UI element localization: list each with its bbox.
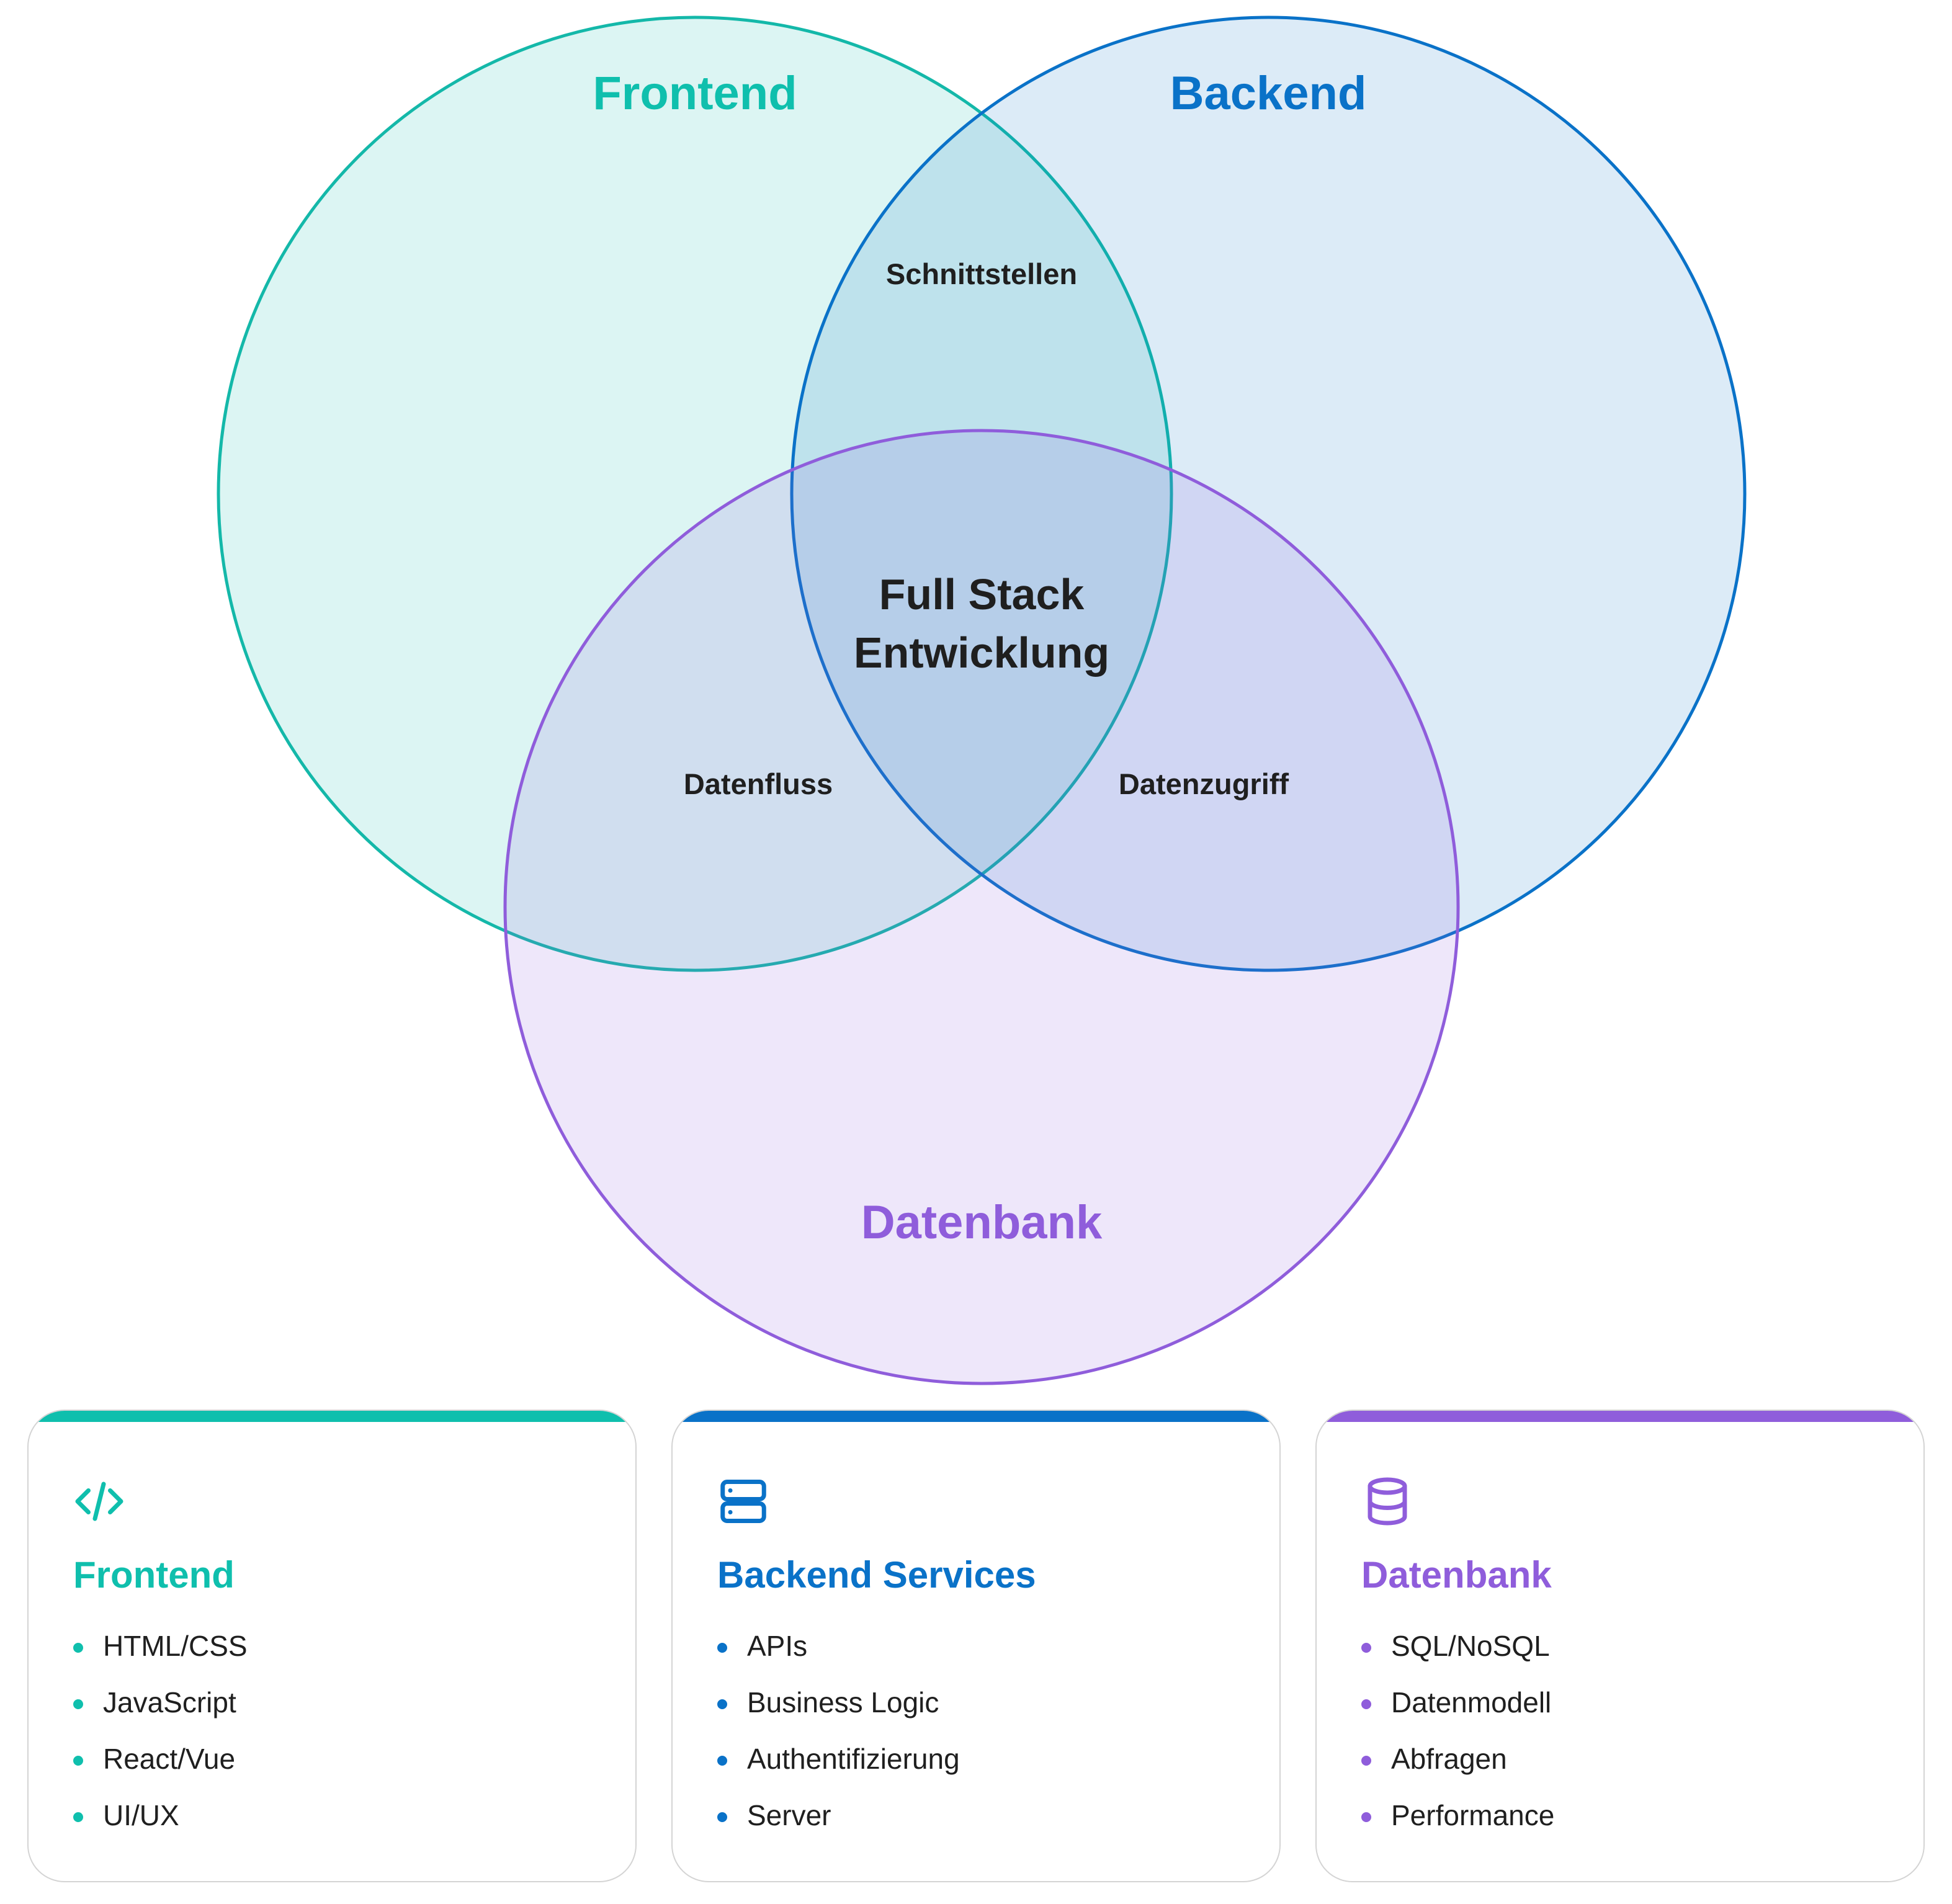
intersection-label-frontend-database: Datenfluss: [684, 767, 833, 800]
bullet-dot: [1361, 1812, 1371, 1822]
database-card: Datenbank SQL/NoSQL Datenmodell Abfragen…: [1315, 1410, 1925, 1882]
bullet-dot: [717, 1699, 727, 1709]
list-item-label: HTML/CSS: [103, 1630, 248, 1662]
list-item: HTML/CSS: [73, 1629, 248, 1686]
list-item: UI/UX: [73, 1799, 248, 1855]
list-item-label: Performance: [1391, 1799, 1555, 1831]
list-item: SQL/NoSQL: [1361, 1629, 1554, 1686]
list-item: APIs: [717, 1629, 960, 1686]
list-item: Server: [717, 1799, 960, 1855]
list-item-label: Datenmodell: [1391, 1686, 1552, 1719]
list-item: Performance: [1361, 1799, 1554, 1855]
list-item: Datenmodell: [1361, 1686, 1554, 1742]
bullet-dot: [1361, 1643, 1371, 1653]
backend-card-accent: [673, 1411, 1279, 1422]
backend-circle: [790, 16, 1747, 972]
list-item-label: Business Logic: [747, 1686, 939, 1719]
frontend-card-list: HTML/CSS JavaScript React/Vue UI/UX: [73, 1629, 248, 1855]
list-item: Authentifizierung: [717, 1742, 960, 1799]
bullet-dot: [1361, 1756, 1371, 1766]
frontend-card: Frontend HTML/CSS JavaScript React/Vue U…: [27, 1410, 637, 1882]
list-item-label: SQL/NoSQL: [1391, 1630, 1550, 1662]
backend-set-label: Backend: [1170, 67, 1367, 120]
list-item-label: UI/UX: [103, 1799, 179, 1831]
database-icon: [1368, 1477, 1407, 1526]
list-item-label: React/Vue: [103, 1743, 236, 1775]
category-cards: Frontend HTML/CSS JavaScript React/Vue U…: [27, 1410, 1925, 1884]
list-item-label: Authentifizierung: [747, 1743, 960, 1775]
bullet-dot: [73, 1812, 83, 1822]
center-label-line1: Full Stack: [879, 570, 1085, 619]
intersection-label-frontend-backend: Schnittstellen: [886, 257, 1077, 290]
frontend-card-accent: [29, 1411, 635, 1422]
frontend-card-title: Frontend: [73, 1554, 235, 1596]
backend-card-title: Backend Services: [717, 1554, 1036, 1596]
list-item-label: Abfragen: [1391, 1743, 1507, 1775]
list-item-label: APIs: [747, 1630, 808, 1662]
database-card-title: Datenbank: [1361, 1554, 1552, 1596]
code-icon: [75, 1482, 123, 1521]
bullet-dot: [717, 1643, 727, 1653]
venn-circles: [217, 16, 1747, 1385]
database-set-label: Datenbank: [861, 1196, 1103, 1249]
frontend-set-label: Frontend: [593, 67, 797, 120]
bullet-dot: [73, 1756, 83, 1766]
bullet-dot: [1361, 1699, 1371, 1709]
server-icon: [720, 1480, 766, 1523]
bullet-dot: [717, 1756, 727, 1766]
list-item: JavaScript: [73, 1686, 248, 1742]
list-item-label: JavaScript: [103, 1686, 236, 1719]
list-item: Business Logic: [717, 1686, 960, 1742]
intersection-label-backend-database: Datenzugriff: [1119, 767, 1289, 800]
backend-card: Backend Services APIs Business Logic Aut…: [671, 1410, 1281, 1882]
database-circle: [503, 429, 1460, 1385]
list-item-label: Server: [747, 1799, 831, 1831]
database-card-accent: [1317, 1411, 1923, 1422]
bullet-dot: [717, 1812, 727, 1822]
list-item: React/Vue: [73, 1742, 248, 1799]
bullet-dot: [73, 1699, 83, 1709]
database-card-list: SQL/NoSQL Datenmodell Abfragen Performan…: [1361, 1629, 1554, 1855]
frontend-circle: [217, 16, 1173, 972]
list-item: Abfragen: [1361, 1742, 1554, 1799]
center-label-line2: Entwicklung: [854, 628, 1109, 677]
bullet-dot: [73, 1643, 83, 1653]
venn-diagram: Frontend Backend Datenbank Schnittstelle…: [217, 16, 1747, 1385]
backend-card-list: APIs Business Logic Authentifizierung Se…: [717, 1629, 960, 1855]
